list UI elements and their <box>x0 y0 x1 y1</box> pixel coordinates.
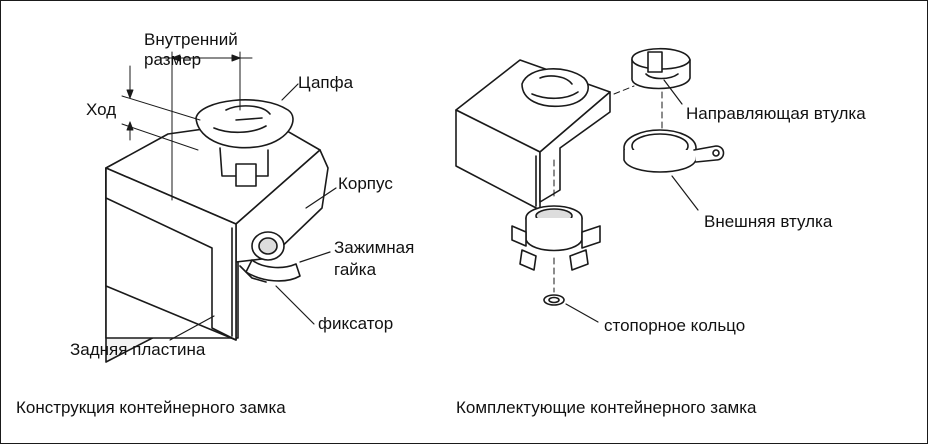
right-leader-lines <box>565 79 699 323</box>
clamp-nut-label-line2: гайка <box>334 260 377 279</box>
assembled-lock-drawing <box>105 51 337 363</box>
left-caption: Конструкция контейнерного замка <box>16 398 286 417</box>
housing-trunnion-shape <box>521 68 589 108</box>
inner-size-label-line1: Внутренний <box>144 30 238 49</box>
body-shape <box>105 119 329 341</box>
clamp-nut-label-line1: Зажимная <box>334 238 415 257</box>
guide-bushing-label: Направляющая втулка <box>686 104 866 123</box>
back-plate-label: Задняя пластина <box>70 340 206 359</box>
left-leader-lines <box>169 83 337 341</box>
retaining-ring-label: стопорное кольцо <box>604 316 746 335</box>
clamp-nut-shape <box>239 231 301 283</box>
assembly-axis-lines <box>553 85 663 293</box>
right-caption: Комплектующие контейнерного замка <box>456 398 757 417</box>
outer-bushing-shape <box>623 129 725 173</box>
stroke-label: Ход <box>86 100 117 119</box>
retainer-label: фиксатор <box>318 314 394 333</box>
components-drawing <box>455 47 725 323</box>
trunnion-label: Цапфа <box>298 73 354 92</box>
dimension-lines <box>121 51 253 201</box>
guide-bushing-shape <box>631 47 691 90</box>
body-label: Корпус <box>338 174 393 193</box>
trunnion-shape <box>195 99 294 187</box>
outer-bushing-label: Внешняя втулка <box>704 212 833 231</box>
inner-size-label-line2: размер <box>144 50 202 69</box>
exploded-clamp-nut-shape <box>511 205 601 271</box>
retaining-ring-shape <box>543 294 565 306</box>
